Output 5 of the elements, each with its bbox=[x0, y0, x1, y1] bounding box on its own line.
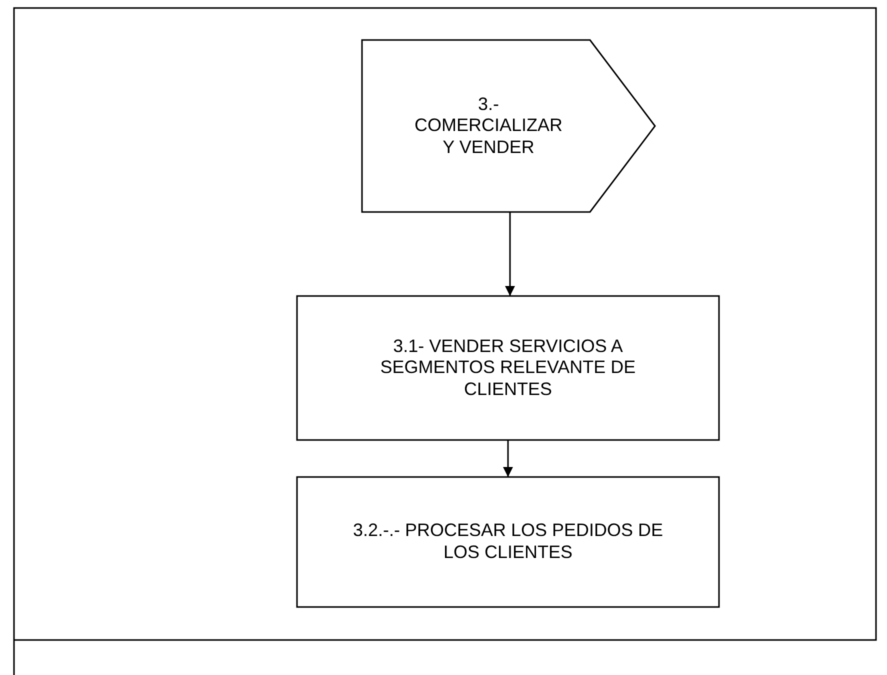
arrow bbox=[505, 212, 515, 296]
process-label: 3.1- VENDER SERVICIOS A SEGMENTOS RELEVANTE DE CLIENTES bbox=[379, 336, 637, 400]
arrow bbox=[503, 440, 513, 477]
process-label: 3.- COMERCIALIZAR Y VENDER bbox=[413, 94, 564, 158]
process-label: 3.2.-.- PROCESAR LOS PEDIDOS DE LOS CLIENTES bbox=[352, 520, 664, 564]
